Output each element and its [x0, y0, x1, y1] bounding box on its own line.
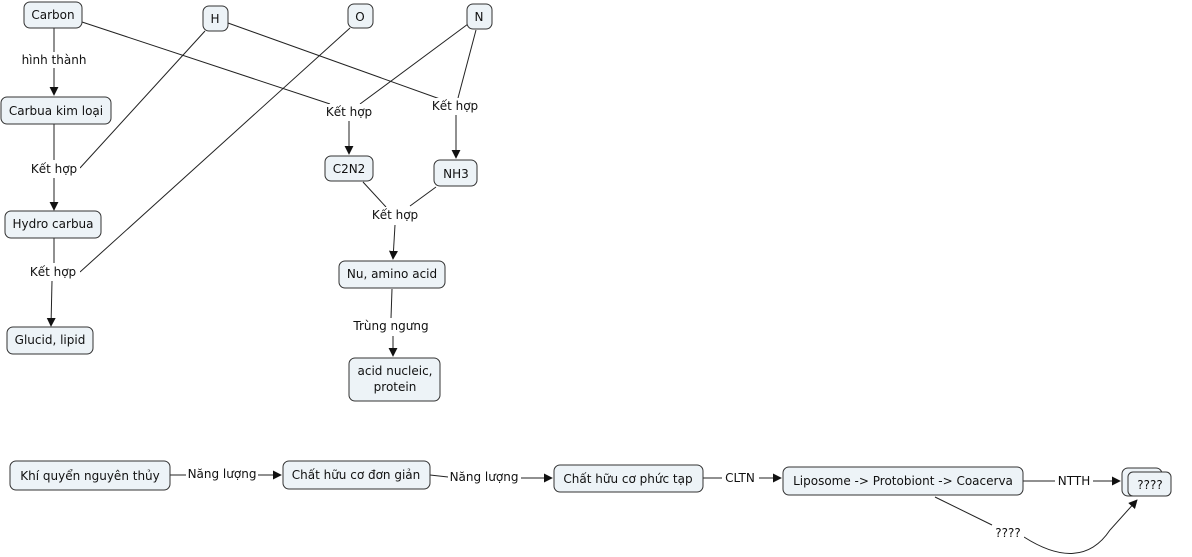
- node-chat-huu-co-don-gian-label: Chất hữu cơ đơn giản: [292, 468, 421, 482]
- node-liposome[interactable]: Liposome -> Protobiont -> Coacerva: [782, 466, 1024, 496]
- node-h[interactable]: H: [202, 5, 229, 32]
- node-n[interactable]: N: [466, 3, 493, 30]
- nodes: Carbon H O N Carbua kim loại Hydro carbu…: [0, 1, 1172, 497]
- node-carbua-kim-loai-label: Carbua kim loại: [9, 104, 103, 118]
- node-carbon[interactable]: Carbon: [23, 1, 83, 29]
- node-acid-nucleic-label-1: acid nucleic,: [358, 364, 433, 378]
- link-nang-luong-2: Năng lượng: [450, 470, 519, 484]
- node-final-overlay-label: ????: [1137, 478, 1162, 492]
- node-c2n2-label: C2N2: [333, 162, 366, 176]
- node-carbon-label: Carbon: [31, 8, 74, 22]
- node-chat-huu-co-don-gian[interactable]: Chất hữu cơ đơn giản: [282, 460, 431, 490]
- node-nh3[interactable]: NH3: [433, 159, 478, 187]
- node-glucid-lipid-label: Glucid, lipid: [15, 333, 86, 347]
- node-hydro-carbua[interactable]: Hydro carbua: [4, 210, 102, 239]
- node-chat-huu-co-phuc-tap-label: Chất hữu cơ phức tạp: [563, 472, 692, 486]
- node-liposome-label: Liposome -> Protobiont -> Coacerva: [793, 474, 1013, 488]
- node-acid-nucleic-protein[interactable]: acid nucleic, protein: [348, 357, 441, 402]
- link-ket-hop-hydro: Kết hợp: [31, 162, 77, 176]
- node-n-label: N: [475, 10, 484, 24]
- link-trung-ngung: Trùng ngưng: [352, 319, 428, 333]
- link-ket-hop-nh3: Kết hợp: [432, 99, 478, 113]
- node-carbua-kim-loai[interactable]: Carbua kim loại: [0, 96, 112, 125]
- link-ket-hop-glucid: Kết hợp: [30, 265, 76, 279]
- link-ntth: NTTH: [1058, 474, 1090, 488]
- link-ket-hop-nu: Kết hợp: [372, 208, 418, 222]
- node-khi-quyen[interactable]: Khí quyển nguyên thủy: [9, 460, 171, 491]
- node-c2n2[interactable]: C2N2: [324, 155, 374, 182]
- link-unknown: ????: [995, 526, 1020, 540]
- node-o-label: O: [355, 10, 364, 24]
- node-khi-quyen-label: Khí quyển nguyên thủy: [20, 469, 160, 483]
- node-final-overlay[interactable]: ????: [1127, 471, 1172, 497]
- node-h-label: H: [210, 12, 219, 26]
- node-glucid-lipid[interactable]: Glucid, lipid: [6, 326, 94, 355]
- node-hydro-carbua-label: Hydro carbua: [12, 217, 93, 231]
- node-chat-huu-co-phuc-tap[interactable]: Chất hữu cơ phức tạp: [553, 464, 704, 493]
- link-nang-luong-1: Năng lượng: [188, 467, 257, 481]
- node-nu-amino-acid-label: Nu, amino acid: [347, 267, 437, 281]
- link-cltn: CLTN: [725, 471, 755, 485]
- node-acid-nucleic-label-2: protein: [374, 380, 417, 394]
- node-nu-amino-acid[interactable]: Nu, amino acid: [338, 260, 446, 289]
- link-ket-hop-c2n2: Kết hợp: [326, 105, 372, 119]
- link-hinh-thanh: hình thành: [22, 53, 87, 67]
- edges: [46, 21, 1138, 554]
- link-labels: hình thành Kết hợp Kết hợp Kết hợp Kết h…: [18, 52, 1093, 541]
- node-nh3-label: NH3: [443, 167, 469, 181]
- node-o[interactable]: O: [347, 3, 374, 29]
